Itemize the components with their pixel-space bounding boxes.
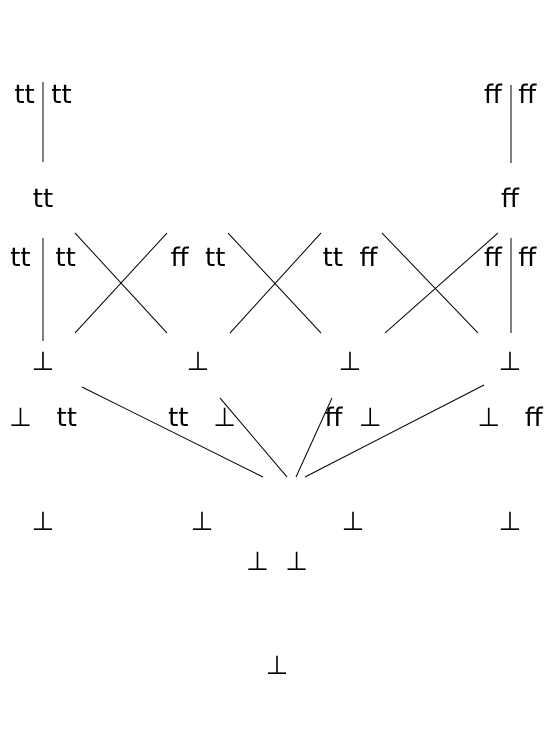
node-low-bot-ff-line1: ⊥ ff bbox=[477, 403, 543, 433]
node-low-bot-tt: ⊥ tt ⊥ bbox=[0, 333, 88, 609]
node-bottom: ⊥ ⊥ ⊥ bbox=[232, 477, 322, 753]
node-mid-tt-ff-line1: tt ff bbox=[322, 243, 378, 273]
node-mid-ff-tt-line1: ff tt bbox=[170, 243, 226, 273]
node-low-bot-ff: ⊥ ff ⊥ bbox=[465, 333, 555, 609]
node-mid-ff-ff-line1: ff ff bbox=[483, 243, 537, 273]
node-mid-ff-ff: ff ff ⊥ bbox=[465, 173, 555, 449]
node-top-tt-line2: tt bbox=[32, 184, 54, 214]
edge-mid-ff-tt-to-low-bot-tt bbox=[74, 232, 168, 334]
node-bottom-line1: ⊥ ⊥ bbox=[246, 547, 308, 577]
node-top-tt-line1: tt tt bbox=[14, 80, 72, 110]
node-low-tt-bot-line2: ⊥ bbox=[190, 507, 214, 537]
edge-low-tt-bot-to-bottom bbox=[219, 397, 288, 478]
node-top-ff: ff ff ff bbox=[465, 10, 555, 286]
node-low-bot-tt-line1: ⊥ tt bbox=[9, 403, 77, 433]
edge-mid-ff-tt-to-low-ff-bot bbox=[227, 232, 322, 334]
edge-mid-tt-ff-to-low-bot-ff bbox=[381, 232, 479, 334]
node-low-tt-bot-line1: tt ⊥ bbox=[168, 403, 236, 433]
node-top-ff-line1: ff ff bbox=[483, 80, 537, 110]
node-top-ff-line2: ff bbox=[501, 184, 519, 214]
edge-low-bot-tt-to-bottom bbox=[81, 386, 264, 478]
node-low-tt-bot: tt ⊥ ⊥ bbox=[157, 333, 247, 609]
edge-mid-tt-ff-to-low-tt-bot bbox=[229, 232, 322, 334]
node-mid-ff-ff-line2: ⊥ bbox=[498, 347, 522, 377]
node-low-ff-bot: ff ⊥ ⊥ bbox=[308, 333, 398, 609]
node-bottom-line2: ⊥ bbox=[265, 651, 289, 681]
node-low-ff-bot-line1: ff ⊥ bbox=[324, 403, 382, 433]
node-low-ff-bot-line2: ⊥ bbox=[341, 507, 365, 537]
lattice-edges bbox=[42, 82, 512, 478]
node-mid-tt-tt-line2: ⊥ bbox=[31, 347, 55, 377]
node-mid-ff-tt: ff tt ⊥ bbox=[153, 173, 243, 449]
edge-mid-ff-ff-to-low-ff-bot bbox=[384, 232, 499, 334]
node-mid-tt-ff: tt ff ⊥ bbox=[305, 173, 395, 449]
node-low-bot-ff-line2: ⊥ bbox=[498, 507, 522, 537]
node-mid-tt-tt: tt tt ⊥ bbox=[0, 173, 88, 449]
edge-low-bot-ff-to-bottom bbox=[304, 384, 485, 478]
node-top-tt: tt tt tt bbox=[0, 10, 88, 286]
node-mid-ff-tt-line2: ⊥ bbox=[186, 347, 210, 377]
edge-low-ff-bot-to-bottom bbox=[295, 397, 333, 478]
node-mid-tt-tt-line1: tt tt bbox=[10, 243, 76, 273]
lattice-diagram: tt tt tt ff ff ff tt tt ⊥ ff tt ⊥ tt ff … bbox=[0, 10, 555, 681]
node-mid-tt-ff-line2: ⊥ bbox=[338, 347, 362, 377]
node-low-bot-tt-line2: ⊥ bbox=[31, 507, 55, 537]
